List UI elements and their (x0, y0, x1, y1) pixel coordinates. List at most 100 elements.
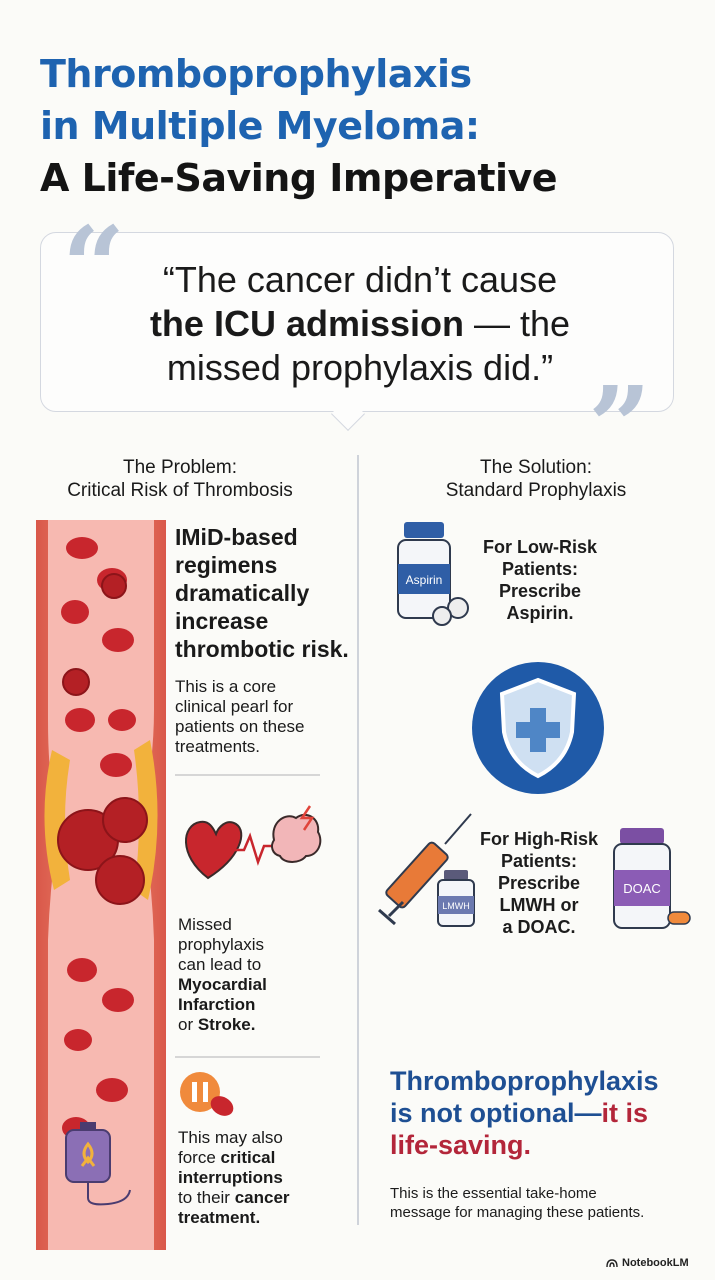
solution-heading-line-2: Standard Prophylaxis (445, 480, 627, 501)
takeaway-line-2-blue: is not optional— (390, 1098, 602, 1128)
takeaway-line-1: Thromboprophylaxis (390, 1066, 659, 1096)
takeaway-sub-line: message for managing these patients. (390, 1204, 645, 1221)
quote-line-2-rest: — the (464, 303, 571, 344)
clot (102, 797, 148, 843)
missed-line: prophylaxis (178, 935, 264, 954)
takeaway-message: Thromboprophylaxis is not optional—it is… (390, 1065, 700, 1161)
missed-line: Myocardial (178, 975, 267, 994)
interrupt-line: This may also (178, 1128, 283, 1147)
problem-main-line: dramatically (175, 580, 310, 606)
rbc (61, 600, 89, 624)
rbc (67, 958, 97, 982)
missed-stroke: Stroke. (197, 1015, 256, 1034)
interrupt-to-their: to their (178, 1188, 235, 1207)
close-quote-icon: ” (588, 362, 652, 491)
interrupt-line: interruptions (178, 1168, 283, 1187)
takeaway-sub-line: This is the essential take-home (390, 1185, 597, 1202)
quote-box (40, 232, 674, 412)
quote-line-2: the ICU admission — the (70, 302, 650, 346)
platelet-clusters (57, 573, 148, 905)
doac-label: DOAC (623, 881, 661, 896)
problem-missed-text: Missed prophylaxis can lead to Myocardia… (178, 915, 338, 1035)
problem-heading-line-1: The Problem: (122, 457, 238, 478)
rbc (96, 1078, 128, 1102)
problem-main-line: regimens (175, 552, 278, 578)
heart-brain-icon (185, 805, 322, 880)
solution-heading-line-1: The Solution: (480, 457, 592, 478)
low-risk-line: Patients: (501, 559, 579, 579)
separator (175, 774, 320, 776)
title-line-2: in Multiple Myeloma: (40, 104, 480, 148)
quote-text: “The cancer didn’t cause the ICU admissi… (70, 258, 650, 390)
activated-platelet (62, 668, 90, 696)
rbc (66, 537, 98, 559)
problem-heading-line-2: Critical Risk of Thrombosis (67, 480, 293, 501)
takeaway-line-3: life-saving. (390, 1130, 532, 1160)
title-line-3: A Life-Saving Imperative (40, 156, 558, 200)
quote-bold: the ICU admission (149, 303, 464, 344)
low-risk-text: For Low-Risk Patients: Prescribe Aspirin… (470, 536, 610, 624)
separator (175, 1056, 320, 1058)
problem-interrupt-text: This may also force critical interruptio… (178, 1128, 348, 1228)
solution-heading: The Solution: Standard Prophylaxis (376, 456, 696, 502)
syringe-icon (378, 813, 472, 926)
pearl-line: clinical pearl for (175, 697, 294, 716)
aspirin-bottle-icon: Aspirin (397, 522, 469, 626)
rbc (64, 1029, 92, 1051)
pause-pill-icon (180, 1072, 234, 1116)
title-line-1: Thromboprophylaxis (40, 52, 472, 96)
pearl-line: patients on these (175, 717, 305, 736)
rbc (102, 628, 134, 652)
problem-main-text: IMiD-based regimens dramatically increas… (175, 523, 355, 663)
lmwh-label: LMWH (442, 901, 470, 911)
takeaway-line-2-red: it is (601, 1098, 648, 1128)
problem-main-line: thrombotic risk. (175, 636, 349, 662)
low-risk-line: Aspirin. (506, 603, 574, 623)
rbc (100, 753, 132, 777)
high-risk-text: For High-Risk Patients: Prescribe LMWH o… (466, 828, 612, 938)
problem-heading: The Problem: Critical Risk of Thrombosis (20, 456, 340, 502)
missed-line: Infarction (178, 995, 256, 1014)
high-risk-line: a DOAC. (502, 917, 576, 937)
lmwh-vial-icon: LMWH (437, 870, 475, 927)
missed-line: Missed (178, 915, 232, 934)
low-risk-line: Prescribe (498, 581, 582, 601)
problem-main-line: IMiD-based (175, 524, 298, 550)
takeaway-line-2: is not optional—it is (390, 1097, 700, 1129)
high-risk-line: Patients: (500, 851, 578, 871)
brand-label: NotebookLM (622, 1257, 689, 1269)
page-title: Thromboprophylaxis in Multiple Myeloma: … (40, 48, 700, 204)
column-divider (357, 455, 359, 1225)
blood-vessel-illustration (36, 520, 166, 1250)
open-quote-icon: “ (62, 202, 126, 331)
low-risk-line: For Low-Risk (482, 537, 597, 557)
interrupt-critical: critical (220, 1148, 276, 1167)
shield-icon (472, 662, 604, 794)
interrupt-line: treatment. (178, 1208, 261, 1227)
clot (95, 855, 145, 905)
doac-bottle-icon: DOAC (613, 828, 691, 929)
missed-or: or (178, 1015, 198, 1034)
iv-bag-icon (65, 1122, 131, 1206)
interrupt-line: to their cancer (178, 1188, 348, 1208)
high-risk-line: Prescribe (497, 873, 581, 893)
missed-line: can lead to (178, 955, 262, 974)
problem-main-line: increase (175, 608, 269, 634)
high-risk-line: For High-Risk (479, 829, 598, 849)
high-risk-line: LMWH or (499, 895, 579, 915)
notebooklm-logo-icon (606, 1259, 618, 1268)
quote-line-1: “The cancer didn’t cause (162, 259, 558, 300)
pearl-line: treatments. (175, 737, 261, 756)
rbc (65, 708, 95, 732)
takeaway-subtext: This is the essential take-home message … (390, 1184, 710, 1222)
interrupt-line: force critical (178, 1148, 348, 1168)
activated-platelet (101, 573, 127, 599)
interrupt-force: force (178, 1148, 221, 1167)
problem-pearl-text: This is a core clinical pearl for patien… (175, 677, 335, 757)
interrupt-cancer: cancer (234, 1188, 290, 1207)
aspirin-label: Aspirin (406, 573, 443, 587)
pearl-line: This is a core (175, 677, 277, 696)
rbc (108, 709, 136, 731)
rbc (102, 988, 134, 1012)
missed-line: or Stroke. (178, 1015, 338, 1035)
